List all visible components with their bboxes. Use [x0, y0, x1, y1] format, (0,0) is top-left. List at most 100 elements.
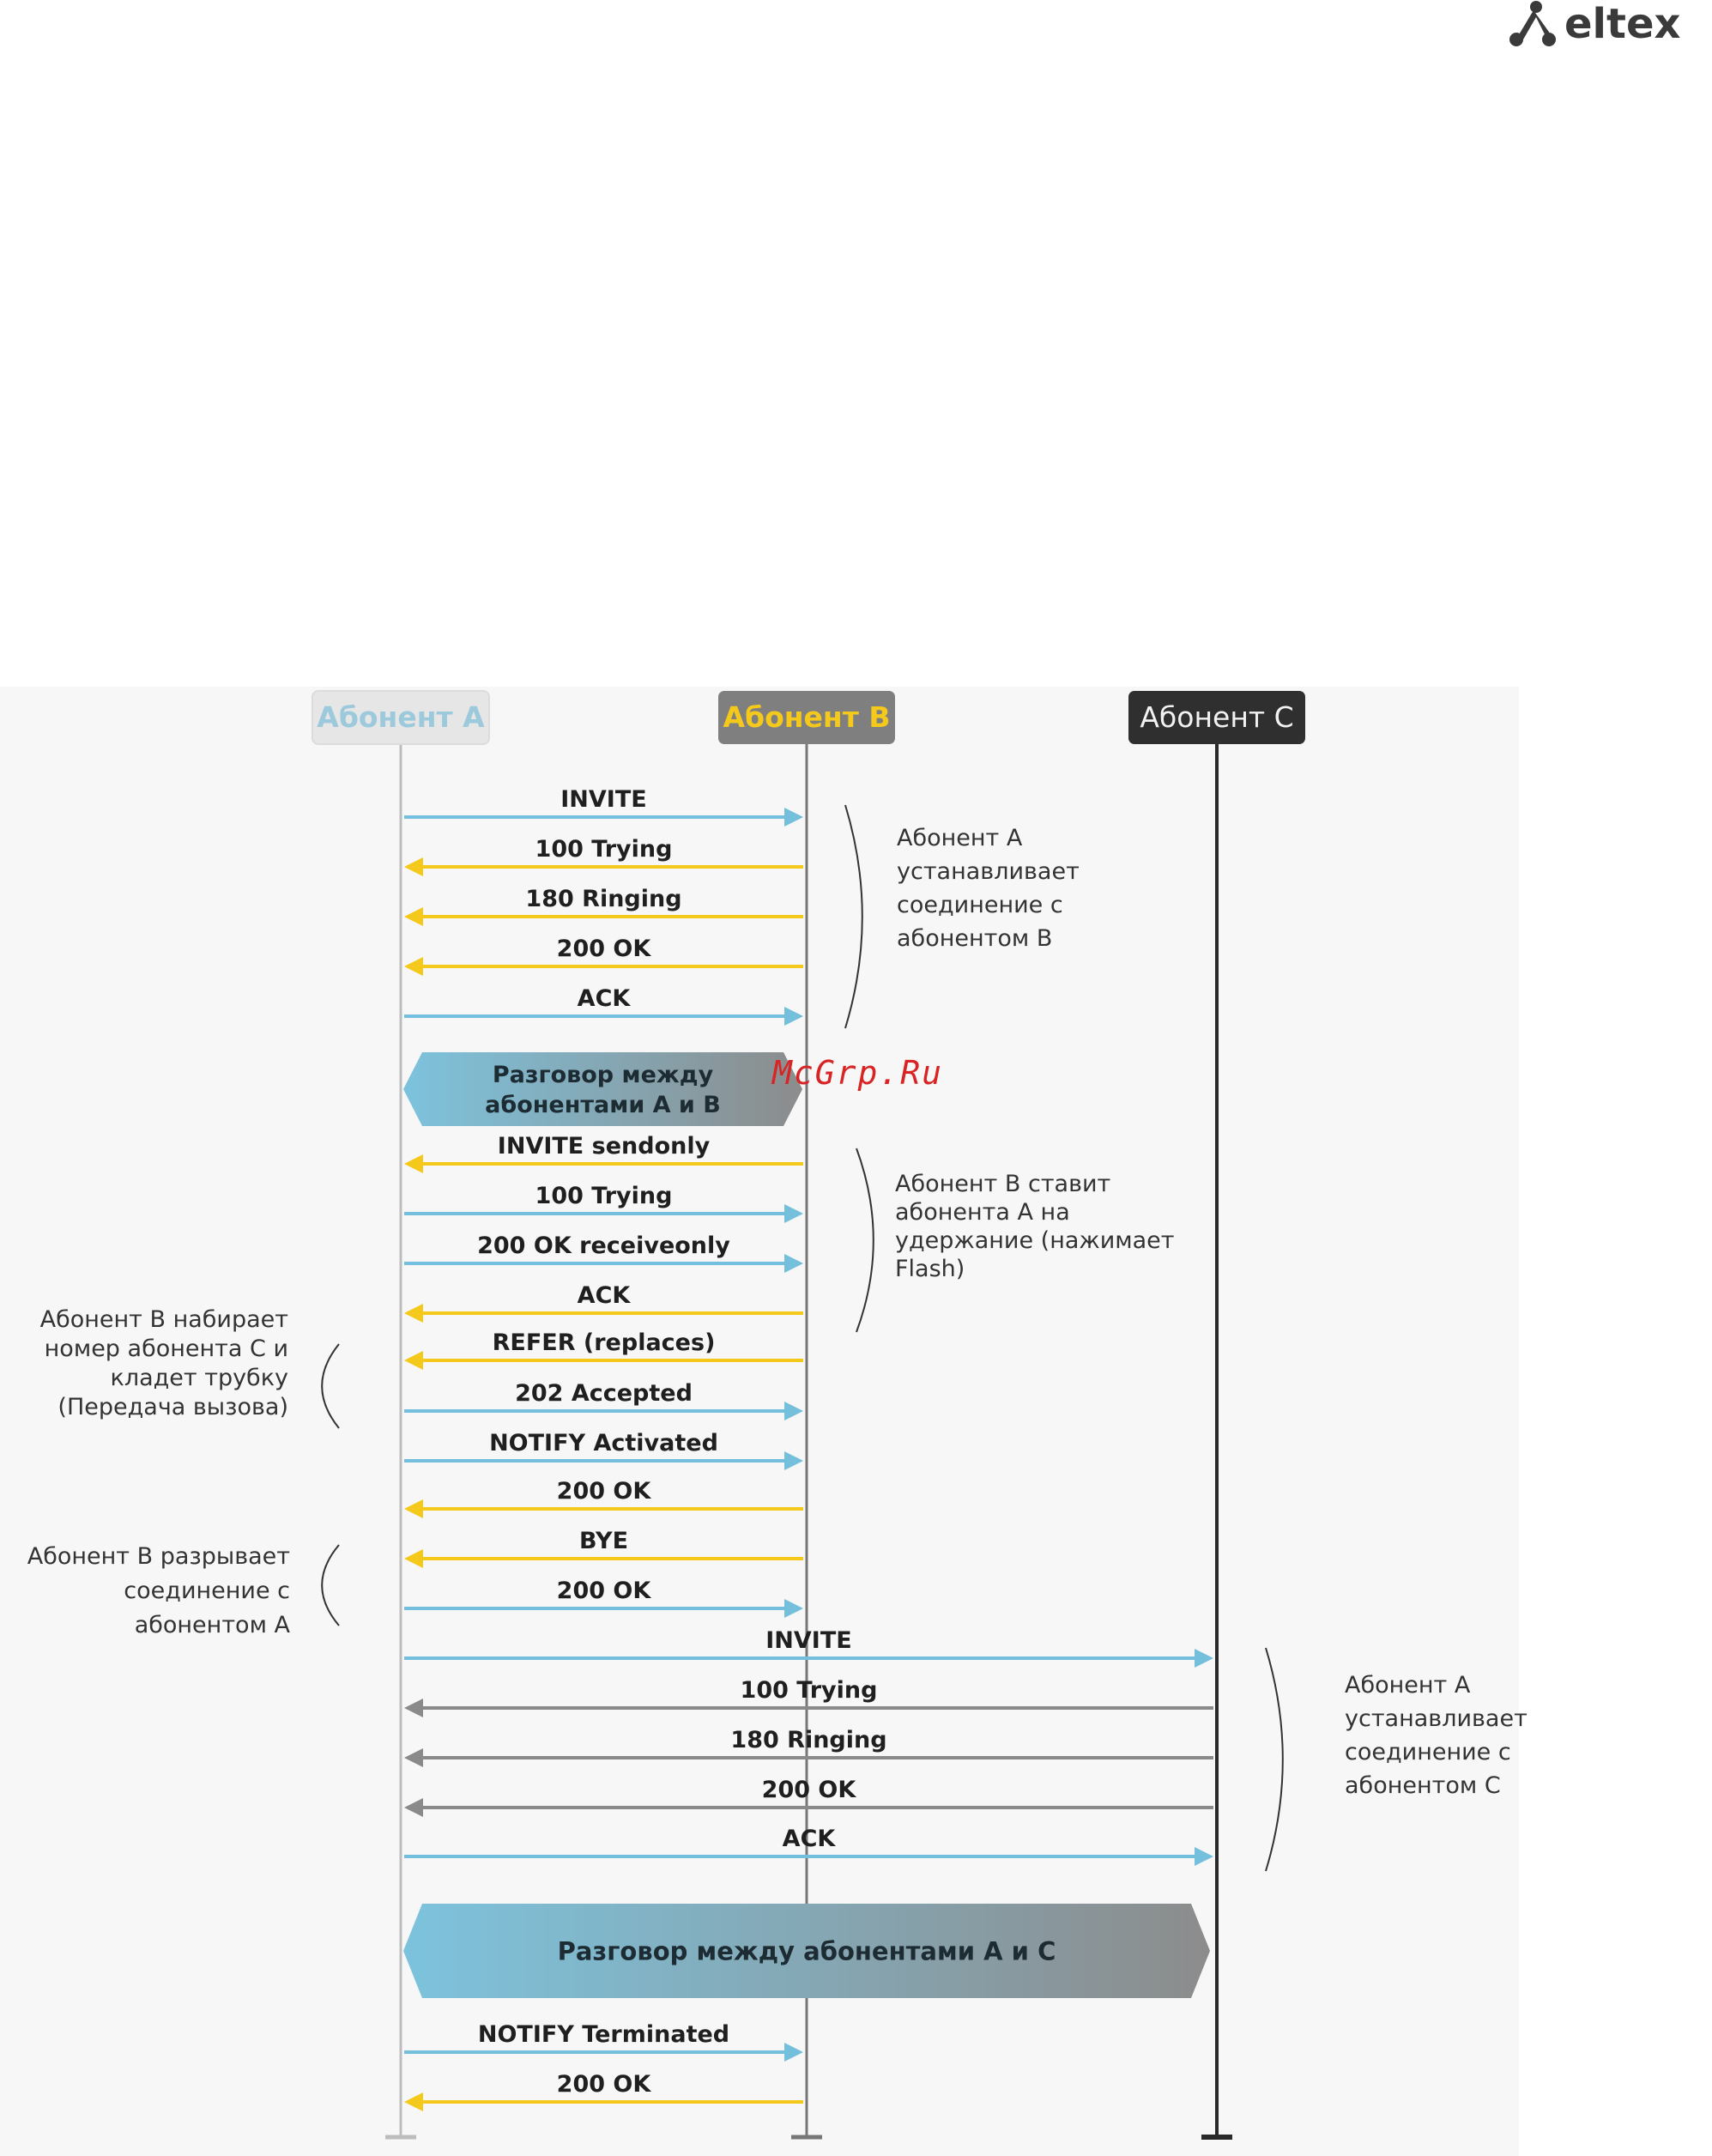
conversation-shape	[403, 1904, 1210, 1998]
message-label: INVITE sendonly	[498, 1133, 711, 1160]
participant-box	[1128, 691, 1305, 744]
message-label: 180 Ringing	[525, 886, 681, 912]
message-7: 100 Trying	[404, 1183, 803, 1223]
message-5: ACK	[404, 985, 803, 1026]
message-label: INVITE	[765, 1627, 851, 1654]
message-21: NOTIFY Terminated	[404, 2021, 803, 2062]
message-4: 200 OK	[404, 936, 803, 976]
message-22: 200 OK	[404, 2071, 803, 2111]
message-arrowhead	[404, 907, 423, 926]
message-3: 180 Ringing	[404, 886, 803, 926]
message-6: INVITE sendonly	[404, 1133, 803, 1173]
message-arrowhead	[404, 1499, 423, 1518]
message-arrowhead	[404, 1699, 423, 1717]
note-bracket	[856, 1148, 874, 1333]
participant-box	[718, 691, 895, 744]
message-arrowhead	[404, 2092, 423, 2111]
note-text: абонентом B	[897, 925, 1052, 952]
note-text: Абонент B набирает	[40, 1306, 288, 1333]
message-15: 200 OK	[404, 1578, 803, 1618]
message-arrowhead	[784, 1254, 803, 1273]
message-label: 200 OK	[557, 936, 652, 962]
message-14: BYE	[404, 1528, 803, 1568]
message-19: 200 OK	[404, 1777, 1213, 1817]
note-text: Абонент B ставит	[895, 1171, 1110, 1197]
message-arrowhead	[404, 1549, 423, 1568]
message-label: INVITE	[560, 786, 646, 813]
message-11: 202 Accepted	[404, 1380, 803, 1420]
message-17: 100 Trying	[404, 1677, 1213, 1717]
message-label: 202 Accepted	[515, 1380, 693, 1407]
message-arrowhead	[784, 808, 803, 827]
note-text: (Передача вызова)	[57, 1394, 288, 1420]
eltex-logo: eltex	[1506, 0, 1712, 53]
message-label: REFER (replaces)	[493, 1329, 716, 1356]
message-label: 200 OK receiveonly	[477, 1232, 730, 1259]
eltex-logo-text: eltex	[1564, 0, 1681, 48]
message-arrowhead	[784, 1402, 803, 1420]
message-label: ACK	[783, 1826, 837, 1852]
message-16: INVITE	[404, 1627, 1213, 1668]
message-arrowhead	[1195, 1847, 1213, 1866]
note-text: номер абонента C и	[45, 1335, 288, 1362]
message-label: ACK	[578, 985, 632, 1012]
message-arrowhead	[784, 1204, 803, 1223]
eltex-logo-icon: eltex	[1509, 0, 1681, 48]
message-label: NOTIFY Activated	[489, 1430, 718, 1457]
participant-b: Абонент B	[718, 691, 895, 744]
conversation-shape	[403, 1052, 802, 1126]
note-text: соединение с	[1345, 1739, 1511, 1765]
message-arrowhead	[404, 1798, 423, 1817]
note-text: Flash)	[895, 1256, 965, 1282]
message-10: REFER (replaces)	[404, 1329, 803, 1370]
note-5: Абонент A устанавливает соединение с абонен…	[1265, 1647, 1527, 1872]
message-9: ACK	[404, 1282, 803, 1323]
message-label: 180 Ringing	[730, 1727, 886, 1753]
message-1: INVITE	[404, 786, 803, 827]
participant-label: Абонент B	[723, 700, 890, 734]
conversation-bar-2: Разговор между абонентами A и C	[403, 1904, 1210, 1998]
message-label: 200 OK	[762, 1777, 857, 1803]
message-label: 200 OK	[557, 2071, 652, 2098]
conversation-label: Разговор между абонентами A и C	[558, 1936, 1056, 1965]
message-label: 200 OK	[557, 1578, 652, 1604]
watermark: McGrp.Ru	[772, 1054, 944, 1092]
note-text: Абонент A	[897, 825, 1023, 851]
note-text: абонентом A	[135, 1612, 291, 1638]
note-bracket	[321, 1343, 340, 1429]
note-text: абонента A на	[895, 1199, 1070, 1226]
participant-box	[312, 690, 490, 745]
note-bracket	[1265, 1647, 1284, 1872]
message-arrowhead	[404, 1351, 423, 1370]
note-text: Абонент A	[1345, 1672, 1471, 1699]
message-arrowhead	[404, 1154, 423, 1173]
note-text: абонентом C	[1345, 1772, 1501, 1799]
message-arrowhead	[404, 857, 423, 876]
note-text: устанавливает	[1345, 1705, 1527, 1732]
participant-c: Абонент C	[1128, 691, 1305, 744]
message-2: 100 Trying	[404, 836, 803, 876]
note-text: соединение с	[124, 1578, 290, 1604]
note-bracket	[321, 1544, 340, 1626]
message-arrowhead	[404, 957, 423, 976]
message-label: 200 OK	[557, 1478, 652, 1505]
note-text: Абонент B разрывает	[27, 1543, 290, 1570]
note-text: кладет трубку	[111, 1365, 289, 1391]
message-arrowhead	[404, 1748, 423, 1767]
message-arrowhead	[404, 1304, 423, 1323]
message-12: NOTIFY Activated	[404, 1430, 803, 1470]
message-label: 100 Trying	[535, 1183, 673, 1209]
message-13: 200 OK	[404, 1478, 803, 1518]
message-label: NOTIFY Terminated	[478, 2021, 729, 2048]
message-label: BYE	[579, 1528, 628, 1554]
message-arrowhead	[1195, 1649, 1213, 1668]
message-label: ACK	[578, 1282, 632, 1309]
message-20: ACK	[404, 1826, 1213, 1866]
message-18: 180 Ringing	[404, 1727, 1213, 1767]
message-8: 200 OK receiveonly	[404, 1232, 803, 1273]
